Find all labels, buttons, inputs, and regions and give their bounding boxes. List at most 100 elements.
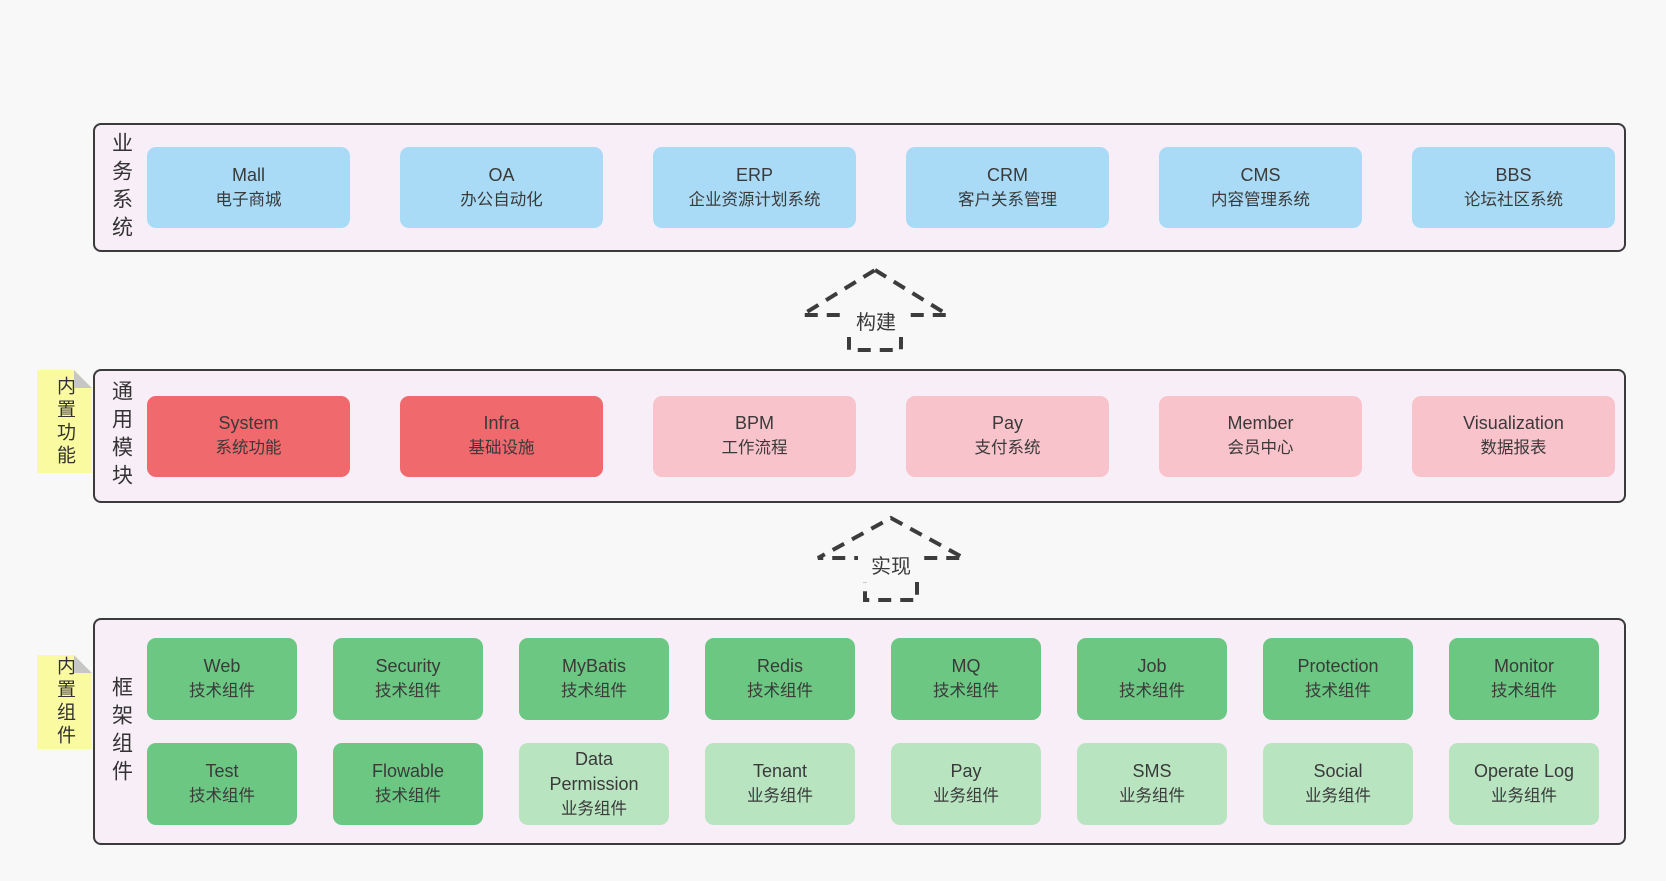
framework-rows: Web 技术组件 Security 技术组件 MyBatis 技术组件 Redi… bbox=[147, 620, 1624, 843]
business-systems-band: 业务系统 Mall 电子商城 OA 办公自动化 ERP 企业资源计划系统 CRM… bbox=[93, 123, 1626, 252]
box-mall: Mall 电子商城 bbox=[147, 147, 350, 228]
box-subtitle: 会员中心 bbox=[1227, 439, 1294, 457]
box-subtitle: 技术组件 bbox=[189, 787, 255, 805]
framework-row-1: Web 技术组件 Security 技术组件 MyBatis 技术组件 Redi… bbox=[147, 638, 1624, 720]
build-arrow-label: 构建 bbox=[856, 311, 896, 334]
box-oa: OA 办公自动化 bbox=[400, 147, 603, 228]
box-subtitle: 技术组件 bbox=[189, 682, 255, 700]
box-subtitle: 支付系统 bbox=[974, 439, 1041, 457]
box-sms: SMS 业务组件 bbox=[1077, 743, 1227, 825]
box-pay-system: Pay 支付系统 bbox=[906, 395, 1109, 477]
box-infra: Infra 基础设施 bbox=[400, 395, 603, 477]
box-mq: MQ 技术组件 bbox=[891, 638, 1041, 720]
box-system: System 系统功能 bbox=[147, 395, 350, 477]
box-title: Data Permission bbox=[549, 748, 639, 794]
box-web: Web 技术组件 bbox=[147, 638, 297, 720]
box-visualization: Visualization 数据报表 bbox=[1412, 395, 1615, 477]
build-arrow-label-bg bbox=[845, 303, 907, 337]
box-mybatis: MyBatis 技术组件 bbox=[519, 638, 669, 720]
box-erp: ERP 企业资源计划系统 bbox=[653, 147, 856, 228]
box-subtitle: 技术组件 bbox=[747, 682, 813, 700]
box-monitor: Monitor 技术组件 bbox=[1449, 638, 1599, 720]
box-title: Web bbox=[203, 656, 241, 676]
box-subtitle: 技术组件 bbox=[375, 787, 441, 805]
business-band-label: 业务系统 bbox=[109, 131, 133, 244]
box-title: SMS bbox=[1132, 761, 1172, 781]
box-title: OA bbox=[488, 164, 515, 185]
box-social: Social 业务组件 bbox=[1263, 743, 1413, 825]
box-title: Monitor bbox=[1493, 656, 1555, 676]
box-subtitle: 技术组件 bbox=[1305, 682, 1371, 700]
framework-band-label: 框架组件 bbox=[109, 675, 133, 788]
sticky-note-label: 内置功能 bbox=[54, 375, 75, 468]
sticky-note-label: 内置组件 bbox=[54, 656, 75, 748]
box-title: System bbox=[218, 413, 279, 433]
box-title: Job bbox=[1137, 656, 1167, 676]
folded-corner bbox=[74, 655, 92, 673]
box-pay-component: Pay 业务组件 bbox=[891, 743, 1041, 825]
box-subtitle: 论坛社区系统 bbox=[1464, 190, 1563, 209]
box-title: ERP bbox=[735, 164, 773, 185]
sticky-note-built-in-components: 内置组件 bbox=[37, 655, 92, 749]
box-title: Tenant bbox=[752, 761, 808, 781]
box-subtitle: 客户关系管理 bbox=[958, 190, 1057, 209]
box-title: MQ bbox=[951, 656, 981, 676]
box-subtitle: 企业资源计划系统 bbox=[688, 190, 821, 209]
box-bpm: BPM 工作流程 bbox=[653, 395, 856, 477]
box-subtitle: 技术组件 bbox=[561, 682, 627, 700]
business-boxes: Mall 电子商城 OA 办公自动化 ERP 企业资源计划系统 CRM 客户关系… bbox=[147, 125, 1624, 250]
box-title: Social bbox=[1313, 761, 1363, 781]
box-operate-log: Operate Log 业务组件 bbox=[1449, 743, 1599, 825]
box-subtitle: 业务组件 bbox=[1119, 787, 1185, 805]
implement-arrow-icon: 实现 bbox=[817, 515, 965, 602]
box-title: Member bbox=[1227, 413, 1294, 433]
box-title: Redis bbox=[756, 656, 804, 676]
box-title: Visualization bbox=[1463, 413, 1564, 433]
box-subtitle: 技术组件 bbox=[933, 682, 999, 700]
common-modules-band: 通用模块 System 系统功能 Infra 基础设施 BPM 工作流程 Pay… bbox=[93, 369, 1626, 503]
box-title: Security bbox=[375, 656, 441, 676]
box-subtitle: 系统功能 bbox=[215, 439, 282, 457]
implement-arrow-label: 实现 bbox=[871, 555, 911, 578]
box-subtitle: 业务组件 bbox=[747, 787, 813, 805]
box-title: Test bbox=[205, 761, 239, 781]
box-data-permission: Data Permission 业务组件 bbox=[519, 743, 669, 825]
box-protection: Protection 技术组件 bbox=[1263, 638, 1413, 720]
box-title: Infra bbox=[483, 413, 520, 433]
box-security: Security 技术组件 bbox=[333, 638, 483, 720]
box-subtitle: 业务组件 bbox=[933, 787, 999, 805]
box-title: BPM bbox=[734, 413, 774, 433]
box-subtitle: 业务组件 bbox=[1305, 787, 1371, 805]
box-title: BBS bbox=[1495, 164, 1532, 185]
box-crm: CRM 客户关系管理 bbox=[906, 147, 1109, 228]
box-title: CMS bbox=[1240, 164, 1281, 185]
box-bbs: BBS 论坛社区系统 bbox=[1412, 147, 1615, 228]
box-subtitle: 基础设施 bbox=[468, 439, 535, 457]
box-redis: Redis 技术组件 bbox=[705, 638, 855, 720]
implement-arrow-label-bg bbox=[858, 548, 924, 582]
box-member: Member 会员中心 bbox=[1159, 395, 1362, 477]
box-subtitle: 技术组件 bbox=[1119, 682, 1185, 700]
box-test: Test 技术组件 bbox=[147, 743, 297, 825]
modules-band-label: 通用模块 bbox=[109, 380, 133, 492]
box-subtitle: 技术组件 bbox=[375, 682, 441, 700]
box-title: Protection bbox=[1297, 656, 1379, 676]
box-title: Operate Log bbox=[1473, 761, 1575, 781]
box-title: Pay bbox=[950, 761, 982, 781]
box-subtitle: 数据报表 bbox=[1480, 439, 1547, 457]
box-cms: CMS 内容管理系统 bbox=[1159, 147, 1362, 228]
sticky-note-built-in-features: 内置功能 bbox=[37, 370, 92, 473]
box-subtitle: 工作流程 bbox=[721, 439, 788, 457]
box-title: MyBatis bbox=[561, 656, 626, 676]
box-title: Flowable bbox=[371, 761, 445, 781]
box-subtitle: 业务组件 bbox=[1491, 787, 1557, 805]
build-arrow-icon: 构建 bbox=[794, 267, 956, 352]
box-subtitle: 业务组件 bbox=[561, 799, 627, 818]
box-title: CRM bbox=[987, 164, 1028, 185]
framework-components-band: 框架组件 Web 技术组件 Security 技术组件 MyBatis 技术组件… bbox=[93, 618, 1626, 845]
module-boxes: System 系统功能 Infra 基础设施 BPM 工作流程 Pay 支付系统… bbox=[147, 371, 1624, 501]
box-subtitle: 电子商城 bbox=[215, 190, 282, 209]
box-subtitle: 办公自动化 bbox=[460, 190, 543, 209]
box-job: Job 技术组件 bbox=[1077, 638, 1227, 720]
folded-corner bbox=[74, 370, 92, 388]
